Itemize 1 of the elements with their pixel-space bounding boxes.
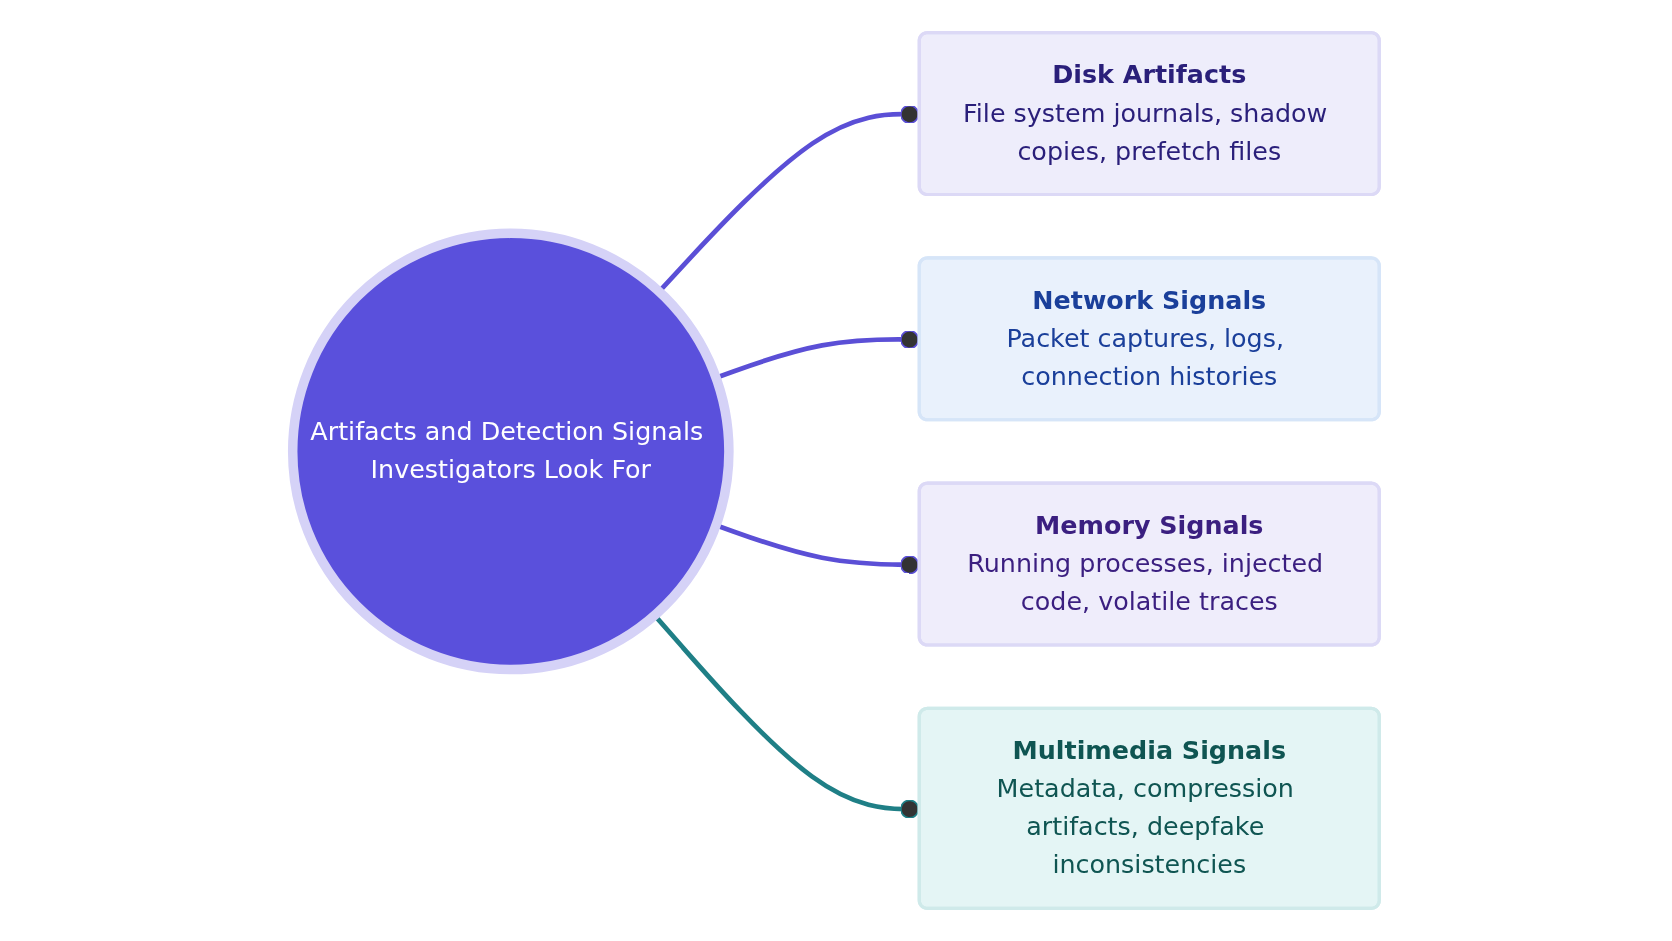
node-circle: Artifacts and Detection Signals Investigators Look For [287, 228, 734, 675]
